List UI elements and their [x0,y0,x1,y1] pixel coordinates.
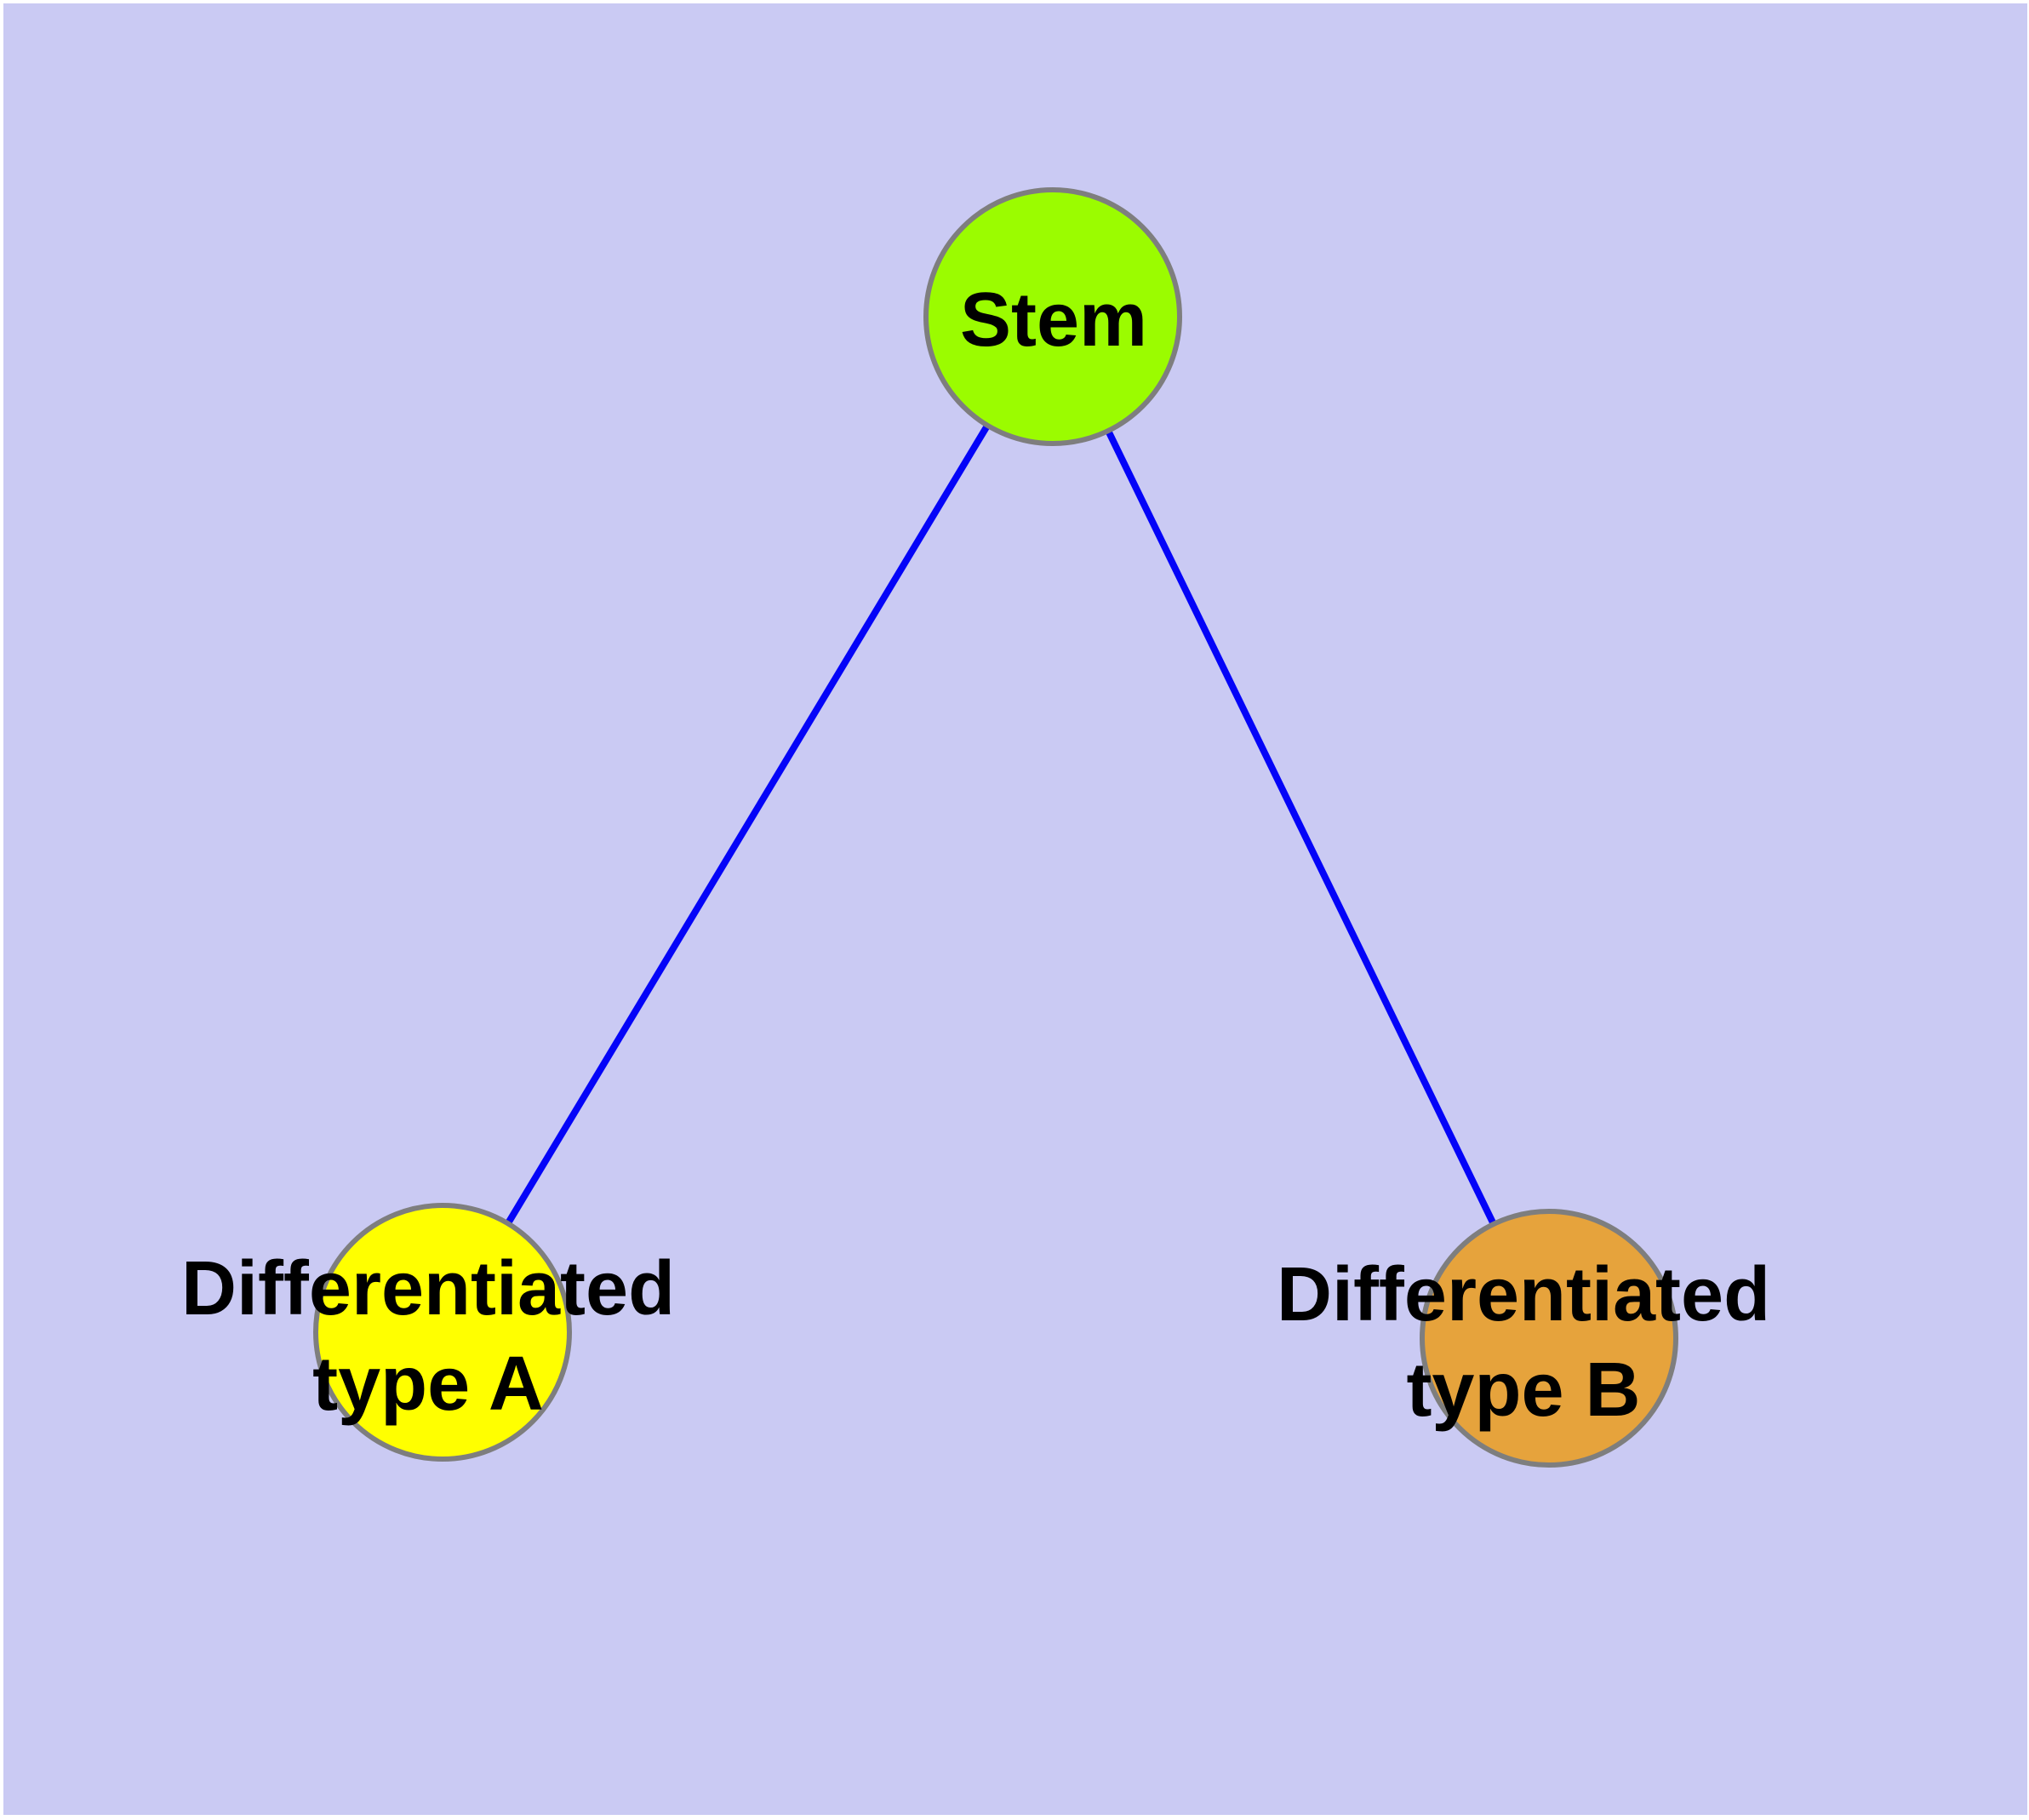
node-stem [923,187,1182,446]
node-label-stem: Stem [959,278,1148,363]
node-label-diff-b: Differentiated type B [1276,1252,1771,1433]
edge-stem-to-diff-b [1049,315,1552,1340]
node-diff-b [1420,1209,1678,1468]
edge-layer [439,314,1552,1340]
node-label-diff-a: Differentiated type A [180,1246,676,1427]
node-diff-a [313,1203,572,1462]
edge-stem-to-diff-a [439,314,1056,1335]
